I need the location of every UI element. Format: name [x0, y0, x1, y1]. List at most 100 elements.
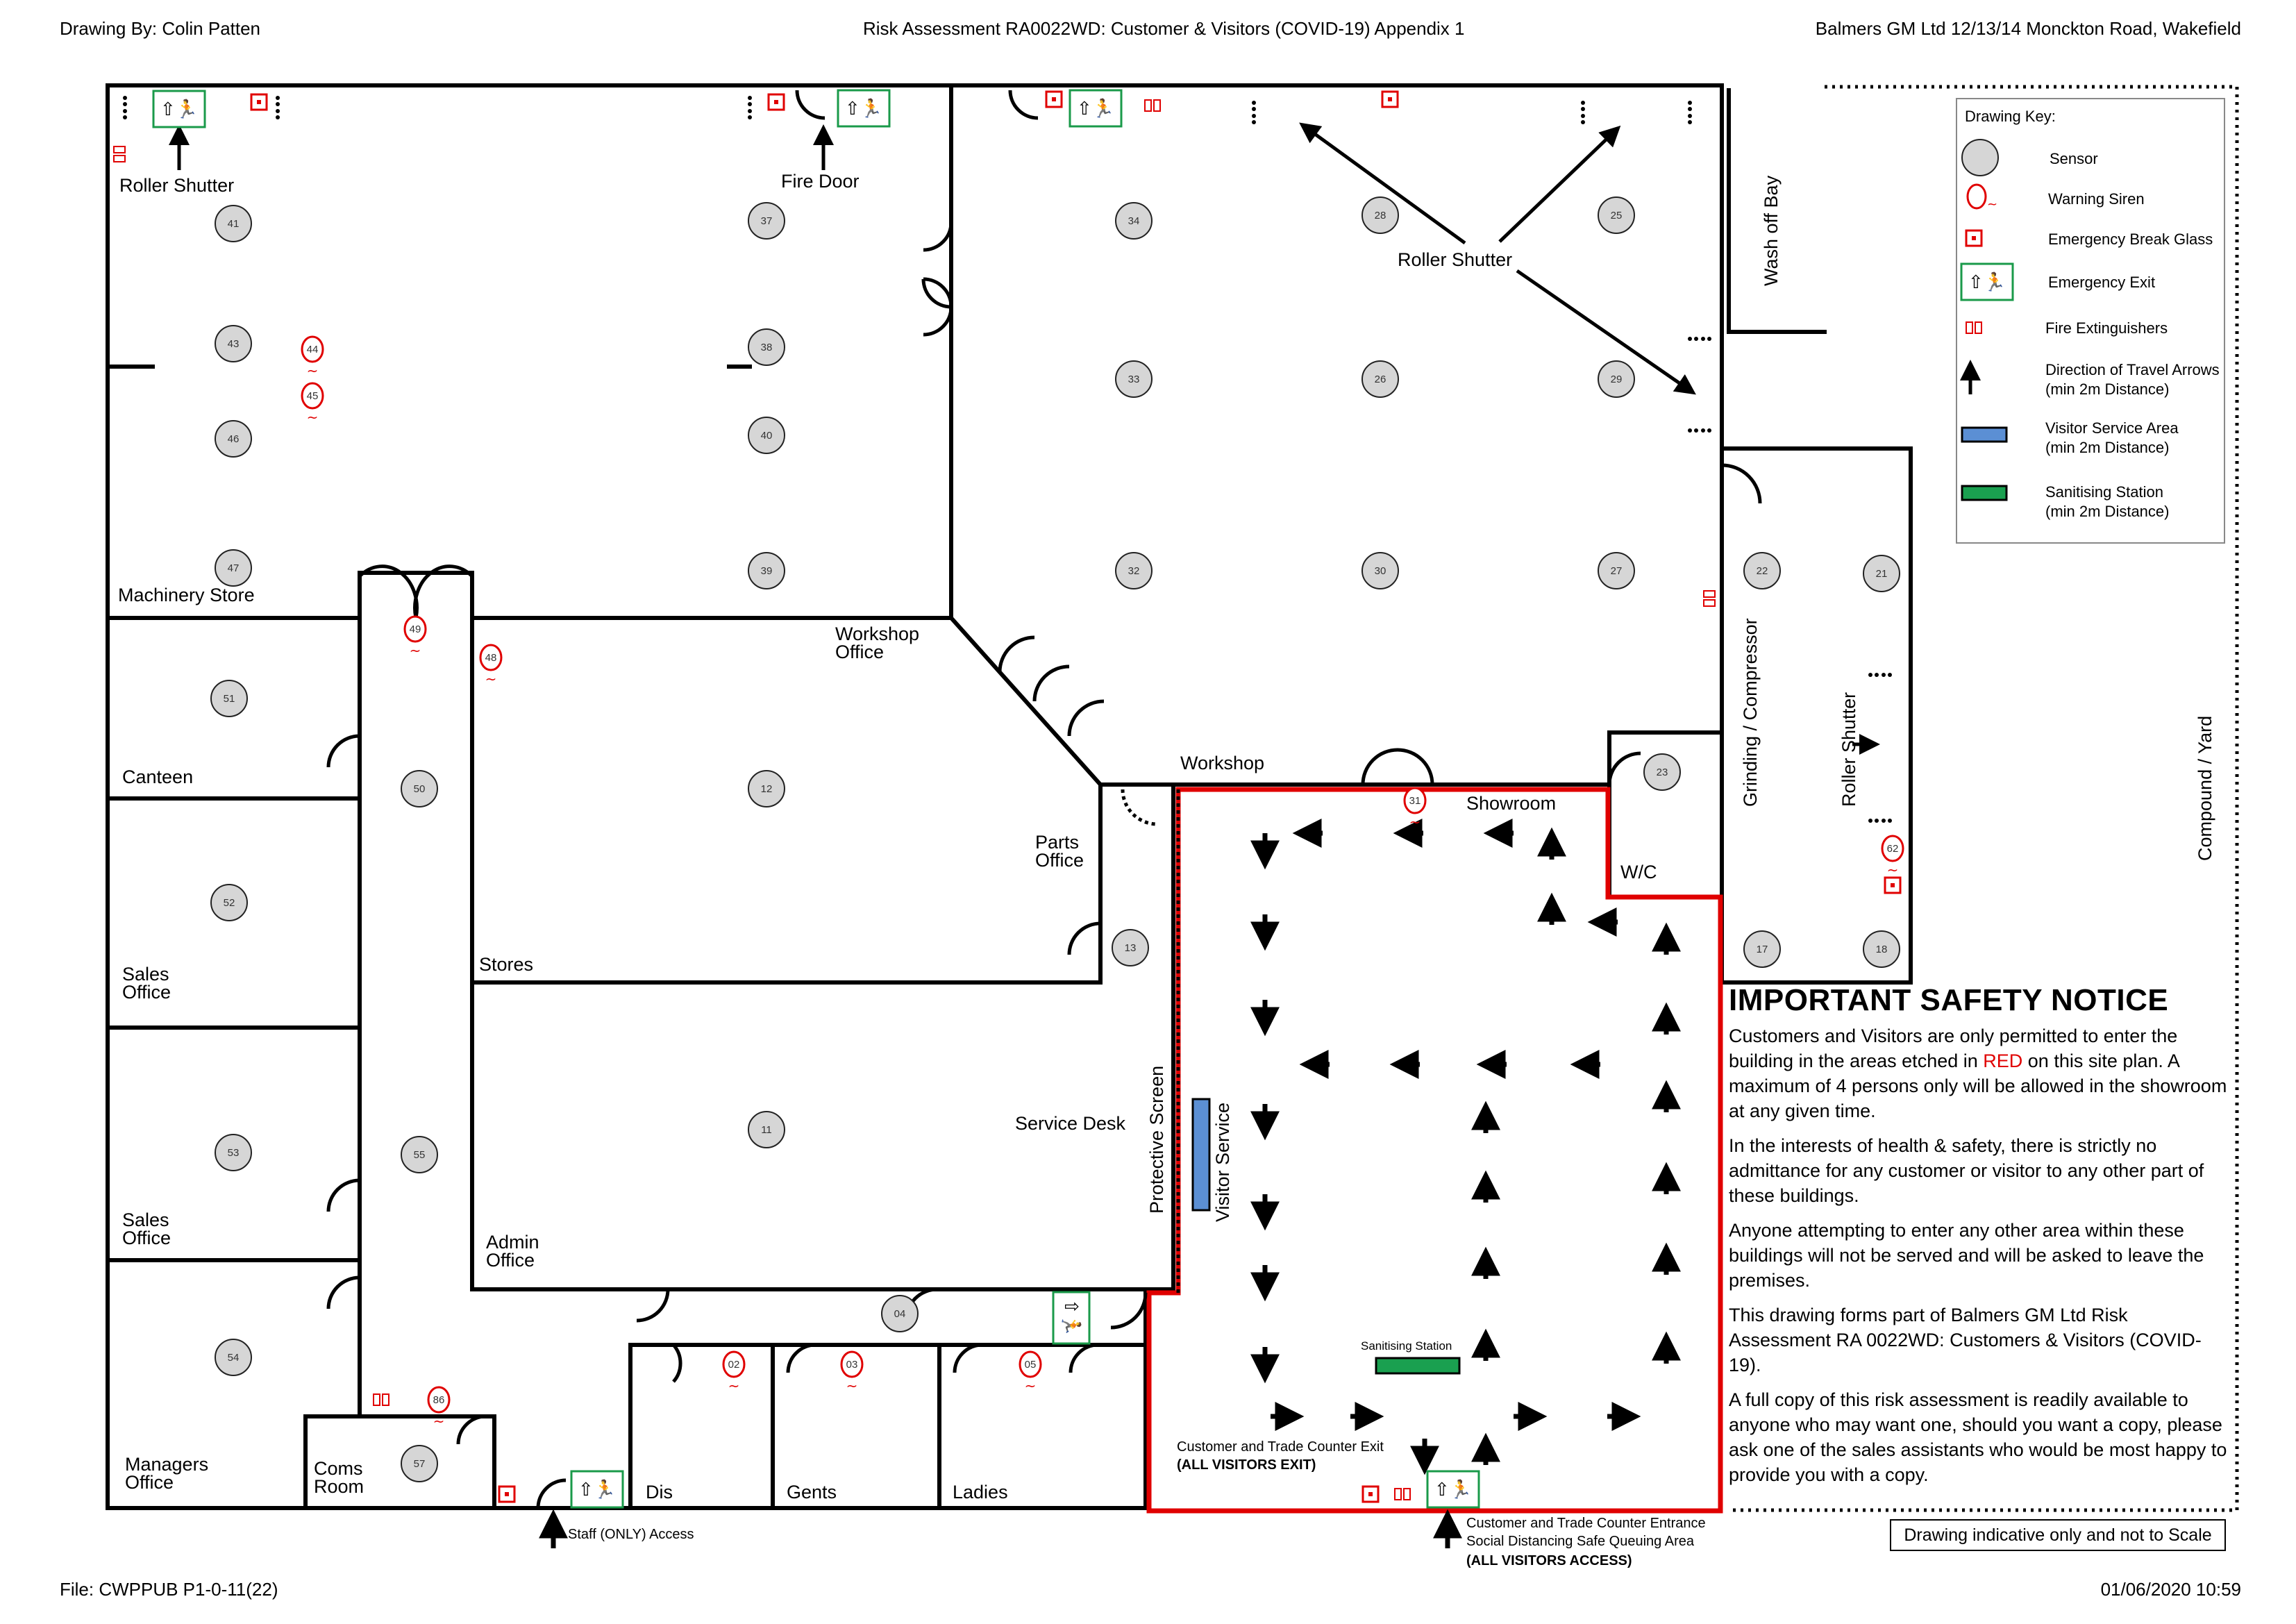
file-reference: File: CWPPUB P1-0-11(22): [60, 1579, 278, 1600]
sensor-id: 40: [761, 430, 773, 442]
drawing-title: Risk Assessment RA0022WD: Customer & Vis…: [863, 18, 1465, 39]
siren-wave-icon: ~: [307, 409, 319, 426]
sensor-id: 55: [414, 1149, 426, 1161]
warning-siren: 02~: [722, 1350, 746, 1394]
label-parts-office-b: Office: [1035, 850, 1084, 871]
key-label: Fire Extinguishers: [2045, 319, 2168, 337]
siren-id: 44: [307, 344, 319, 355]
sensor-id: 30: [1375, 565, 1386, 577]
sensor: 46: [215, 420, 252, 458]
sensor: 28: [1361, 196, 1399, 234]
label-canteen: Canteen: [122, 767, 193, 787]
sensor: 38: [748, 328, 785, 366]
label-sales-office-1b: Office: [122, 982, 171, 1003]
label-dis: Dis: [646, 1482, 673, 1502]
sensor: 57: [401, 1445, 438, 1482]
label-sanitising-station: Sanitising Station: [1361, 1339, 1452, 1353]
key-label: Visitor Service Area: [2045, 419, 2179, 437]
sensor-id: 51: [224, 693, 235, 705]
notice-title: IMPORTANT SAFETY NOTICE: [1729, 983, 2169, 1017]
label-admin-office-a: Admin: [486, 1232, 539, 1253]
notice-text: Customers and Visitors are only permitte…: [1729, 1026, 2178, 1071]
sensor: 29: [1598, 360, 1635, 398]
visitor-service-area: [1191, 1098, 1211, 1212]
key-sublabel: (min 2m Distance): [2045, 503, 2169, 520]
sensor-id: 28: [1375, 210, 1386, 221]
siren-wave-icon: ~: [846, 1378, 858, 1394]
key-sensor-symbol: [1961, 139, 1999, 176]
sensor: 50: [401, 770, 438, 807]
siren-wave-icon: ~: [410, 642, 421, 659]
drawing-key: Drawing Key: ~ Sensor Warning Siren Emer…: [1956, 98, 2225, 544]
label-showroom: Showroom: [1466, 793, 1556, 814]
label-coms-room-b: Room: [314, 1476, 364, 1497]
sensor: 21: [1863, 555, 1900, 592]
warning-siren: 03 ~: [840, 1350, 864, 1394]
notice-paragraph-1: Customers and Visitors are only permitte…: [1729, 1023, 2229, 1123]
siren-id: 31: [1409, 795, 1421, 807]
sensor: 18: [1863, 930, 1900, 968]
siren-wave-icon: ~: [485, 671, 497, 687]
label-wash-off-bay: Wash off Bay: [1761, 175, 1782, 286]
label-entrance-3: (ALL VISITORS ACCESS): [1466, 1553, 1632, 1568]
label-sales-office-2b: Office: [122, 1228, 171, 1248]
sensor: 32: [1115, 552, 1153, 589]
siren-id: 03: [846, 1359, 858, 1371]
scale-note: Drawing indicative only and not to Scale: [1890, 1519, 2226, 1551]
key-exit-symbol: [1960, 262, 2014, 301]
key-label: Direction of Travel Arrows: [2045, 361, 2220, 378]
building-walls: [106, 83, 1913, 1510]
label-entrance-2: Social Distancing Safe Queuing Area: [1466, 1534, 1695, 1549]
sensor-id: 29: [1611, 374, 1623, 385]
sensor-id: 39: [761, 565, 773, 577]
siren-id: 62: [1887, 843, 1899, 855]
visitor-area-outline: [1146, 787, 1723, 1514]
siren-wave-icon: ~: [1887, 862, 1899, 878]
label-protective-screen: Protective Screen: [1146, 1066, 1167, 1214]
sensor: 54: [215, 1339, 252, 1376]
key-label: Emergency Exit: [2048, 274, 2155, 291]
sensor: 55: [401, 1136, 438, 1173]
sensor: 41: [215, 205, 252, 242]
siren-id: 49: [410, 623, 421, 635]
notice-paragraph-3: Anyone attempting to enter any other are…: [1729, 1220, 2204, 1291]
siren-wave-icon: ~: [433, 1413, 445, 1430]
sensor-id: 57: [414, 1458, 426, 1470]
key-label: Warning Siren: [2048, 190, 2145, 208]
key-label: Sanitising Station: [2045, 483, 2163, 501]
sensor: 12: [748, 770, 785, 807]
sensor-id: 46: [228, 433, 240, 445]
sensor: 51: [210, 680, 248, 717]
sensor: 33: [1115, 360, 1153, 398]
warning-siren: 05~: [1019, 1350, 1042, 1394]
warning-sirens: 44~45~49~48~31~62~86~02~03~05~: [301, 335, 1904, 1430]
label-workshop: Workshop: [1180, 753, 1264, 773]
warning-siren: 45~: [301, 382, 324, 426]
key-sublabel: (min 2m Distance): [2045, 439, 2169, 456]
roller-shutter-arrows: [169, 122, 1880, 755]
label-sales-office-1a: Sales: [122, 964, 169, 985]
sensor: 37: [748, 202, 785, 240]
notice-text: on this site plan. A maximum of 4 person…: [1729, 1050, 2227, 1121]
sensor-id: 34: [1128, 215, 1140, 227]
label-ladies: Ladies: [953, 1482, 1008, 1502]
key-sublabel: (min 2m Distance): [2045, 380, 2169, 398]
sensor-id: 33: [1128, 374, 1140, 385]
sensor-id: 21: [1876, 568, 1888, 580]
label-compound-yard: Compound / Yard: [2195, 716, 2215, 861]
sensor-id: 22: [1757, 565, 1768, 577]
label-wc: W/C: [1620, 862, 1657, 882]
notice-paragraph-5: A full copy of this risk assessment is r…: [1729, 1389, 2227, 1485]
warning-siren: 86~: [427, 1386, 451, 1430]
print-date: 01/06/2020 10:59: [2101, 1579, 2241, 1600]
siren-wave-icon: ~: [307, 362, 319, 379]
label-managers-office-a: Managers: [125, 1454, 208, 1475]
sensor-id: 52: [224, 897, 235, 909]
label-coms-room-a: Coms: [314, 1458, 363, 1479]
sensor: 26: [1361, 360, 1399, 398]
sensor-id: 27: [1611, 565, 1623, 577]
sensor: 13: [1112, 929, 1149, 966]
sensor-id: 26: [1375, 374, 1386, 385]
label-sales-office-2a: Sales: [122, 1209, 169, 1230]
